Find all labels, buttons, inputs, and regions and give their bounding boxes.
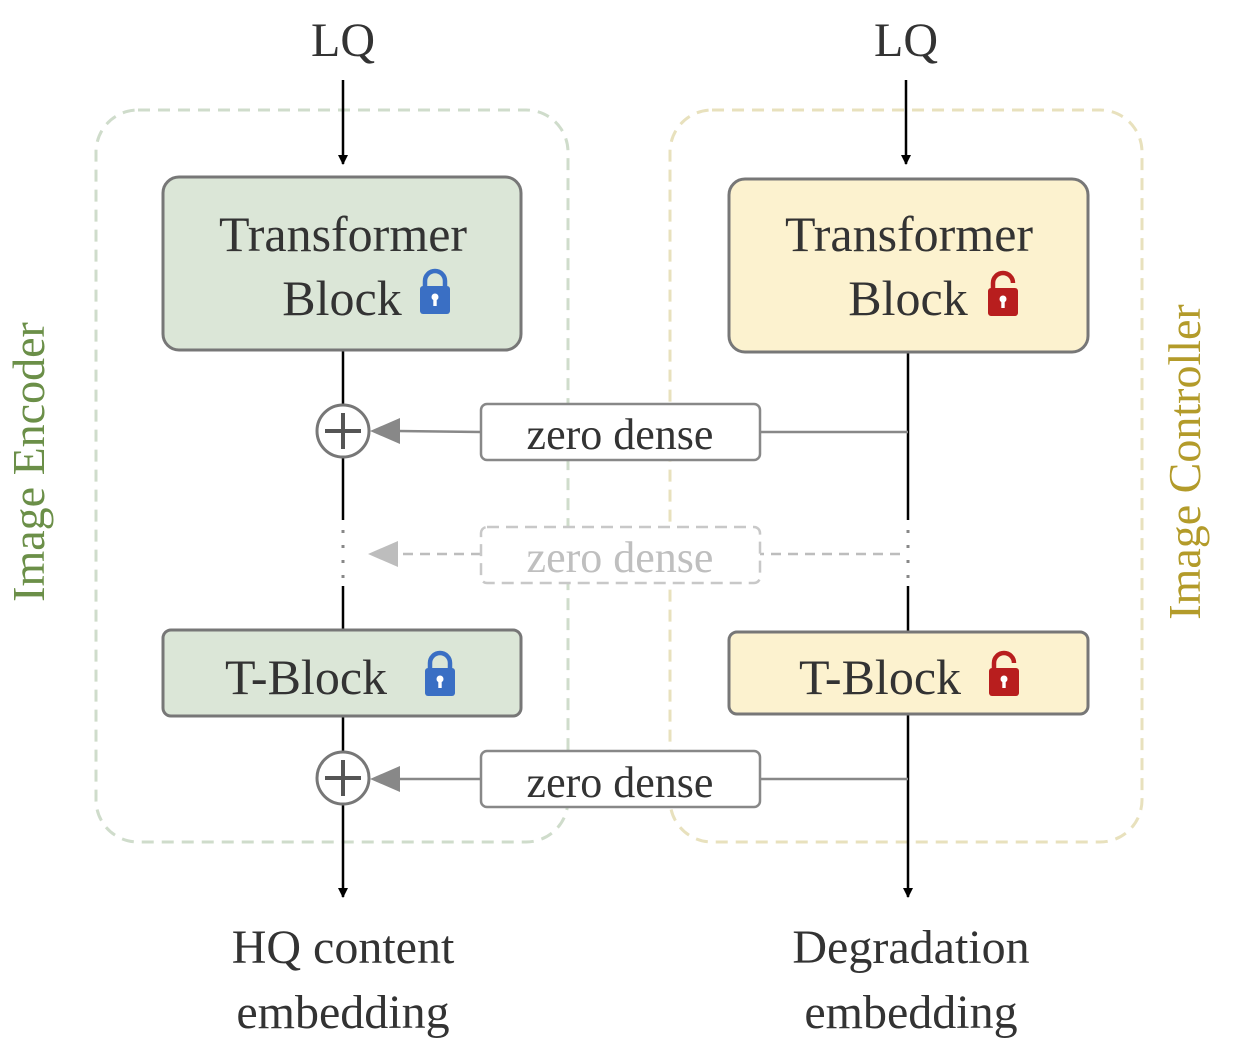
- middle-connector-arrowhead: [368, 541, 398, 567]
- zero-dense-bottom-label: zero dense: [527, 758, 714, 807]
- unlock-icon: [989, 650, 1019, 696]
- right-output-line2: embedding: [804, 986, 1017, 1039]
- zero-dense-top: [479, 402, 762, 462]
- top-connector-arrow: [397, 429, 482, 434]
- controller-transformer-line1: Transformer: [785, 206, 1033, 262]
- lock-icon: [425, 650, 455, 696]
- unlock-icon: [988, 270, 1018, 316]
- controller-transformer-line2: Block: [848, 270, 967, 326]
- right-output-line1: Degradation: [792, 921, 1029, 974]
- left-input-label: LQ: [311, 14, 375, 67]
- encoder-transformer-line1: Transformer: [219, 206, 467, 262]
- zero-dense-top-label: zero dense: [527, 410, 714, 459]
- zero-dense-middle: [479, 525, 762, 585]
- image-controller-group: [668, 108, 1144, 844]
- add-icon: [315, 403, 371, 459]
- left-output-line2: embedding: [236, 986, 449, 1039]
- bottom-connector-arrowhead: [370, 766, 400, 792]
- zero-dense-bottom: [479, 749, 762, 809]
- encoder-transformer-line2: Block: [282, 270, 401, 326]
- image-encoder-group: [94, 108, 570, 844]
- zero-dense-middle-label: zero dense: [527, 533, 714, 582]
- image-controller-label: Image Controller: [1159, 304, 1210, 620]
- lock-icon: [420, 268, 450, 314]
- controller-transformer-block: [727, 177, 1090, 354]
- controller-t-block-label: T-Block: [799, 649, 961, 705]
- encoder-t-block-label: T-Block: [225, 649, 387, 705]
- right-input-label: LQ: [874, 14, 938, 67]
- add-icon: [315, 750, 371, 806]
- image-encoder-label: Image Encoder: [3, 322, 54, 602]
- top-connector-arrowhead: [370, 418, 400, 444]
- left-output-line1: HQ content: [232, 921, 455, 974]
